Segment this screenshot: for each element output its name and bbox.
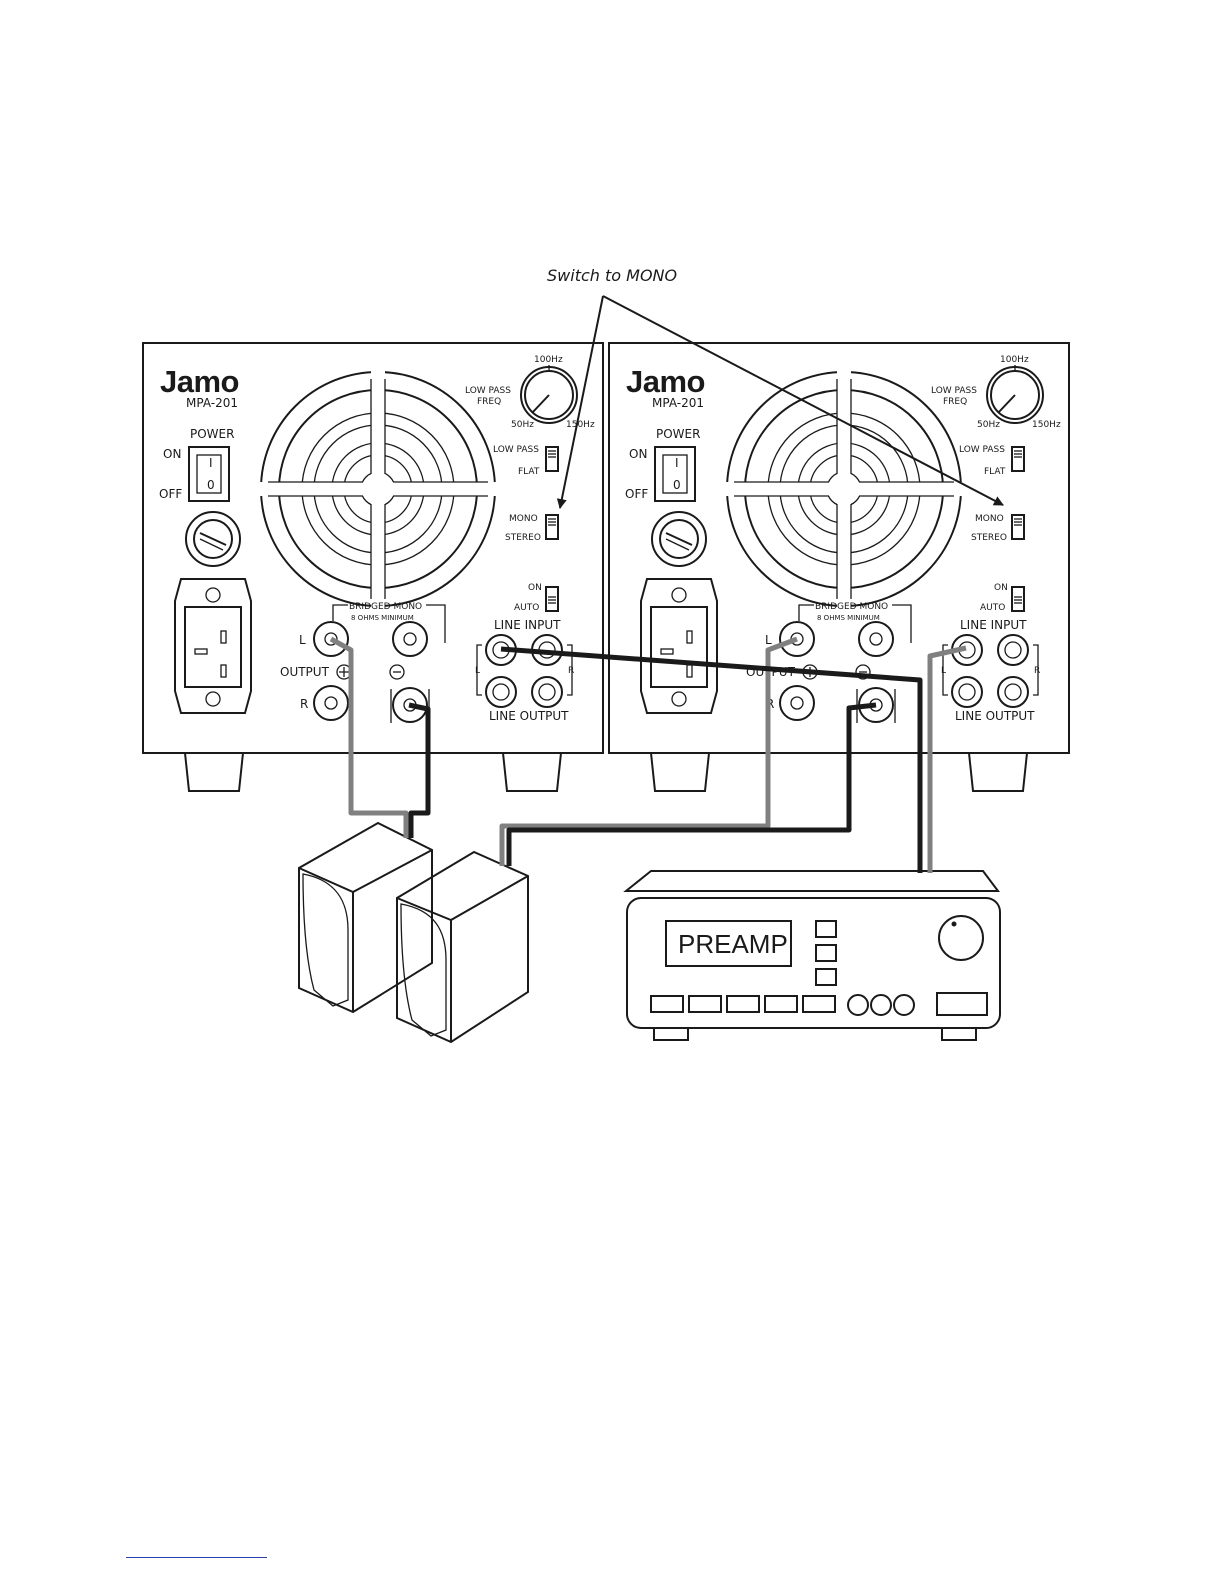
amplifier-right: Jamo MPA-201 POWER ON OFF I 0 LOW PASS F… [609,343,1069,791]
power-off-label: OFF [625,487,648,501]
preamp-button [815,920,837,938]
brand-logo: Jamo [160,364,239,399]
bridged-impedance-label: 8 OHMS MINIMUM [817,614,880,622]
model-label: MPA-201 [186,396,238,410]
signal-cables [500,645,967,873]
lowpass-switch-label: LOW PASS [959,445,1005,455]
mono-switch-label: MONO [975,514,1004,524]
flat-switch-label: FLAT [518,467,540,477]
power-label: POWER [190,427,234,441]
freq-max-label: 150Hz [566,420,595,430]
preamp-label: PREAMP [678,929,788,959]
power-on-label: ON [163,447,181,461]
callout-arrow-right [602,295,1004,506]
power-off-label: OFF [159,487,182,501]
bridged-mono-label: BRIDGED MONO [815,602,888,612]
cable-negative-left [408,702,431,838]
power-label: POWER [656,427,700,441]
line-input-label: LINE INPUT [494,618,561,632]
mono-switch-label: MONO [509,514,538,524]
power-off-symbol: 0 [673,478,681,492]
freq-min-label: 50Hz [511,420,534,430]
amplifier-left: Jamo MPA-201 POWER ON OFF I 0 LOW PASS F… [143,343,603,791]
volume-knob-icon [938,915,984,961]
speaker-cables [329,636,877,866]
callout-arrow-left [556,295,604,509]
speaker-left [298,821,433,1014]
cable-positive-left [329,636,409,838]
auto-label: AUTO [514,603,539,613]
preamp-button [815,944,837,962]
auto-label: AUTO [980,603,1005,613]
lowpass-freq-label: LOW PASS [931,386,977,396]
line-right-label: R [568,666,574,676]
line-output-label: LINE OUTPUT [955,709,1035,723]
output-right-label: R [300,697,308,711]
line-right-label: R [1034,666,1040,676]
power-on-label: ON [629,447,647,461]
cable-line-input-left [500,646,923,873]
cable-negative-right [506,702,877,866]
freq-min-label: 50Hz [977,420,1000,430]
power-on-symbol: I [675,456,679,470]
freq-mid-label: 100Hz [534,355,563,365]
bridged-mono-label: BRIDGED MONO [349,602,422,612]
line-left-label: L [941,666,946,676]
speaker-right [396,850,529,1044]
auto-on-label: ON [994,583,1008,593]
lowpass-switch-label: LOW PASS [493,445,539,455]
auto-on-label: ON [528,583,542,593]
power-on-symbol: I [209,456,213,470]
bridged-impedance-label: 8 OHMS MINIMUM [351,614,414,622]
callout-text: Switch to MONO [547,266,677,285]
preamp-button [815,968,837,986]
freq-mid-label: 100Hz [1000,355,1029,365]
preamp-display [665,920,792,967]
output-left-label: L [299,633,306,647]
stereo-switch-label: STEREO [505,533,541,543]
flat-switch-label: FLAT [984,467,1006,477]
freq-max-label: 150Hz [1032,420,1061,430]
lowpass-freq-label-2: FREQ [943,397,967,407]
lowpass-freq-label-2: FREQ [477,397,501,407]
preamp: PREAMP [623,870,1001,1041]
lowpass-freq-label: LOW PASS [465,386,511,396]
cable-positive-right [499,636,798,866]
cable-line-input-right [927,645,967,873]
line-left-label: L [475,666,480,676]
output-label: OUTPUT [280,665,330,679]
footnote-rule [126,1557,267,1558]
output-left-label: L [765,633,772,647]
stereo-switch-label: STEREO [971,533,1007,543]
power-off-symbol: 0 [207,478,215,492]
brand-logo: Jamo [626,364,705,399]
line-output-label: LINE OUTPUT [489,709,569,723]
line-input-label: LINE INPUT [960,618,1027,632]
model-label: MPA-201 [652,396,704,410]
